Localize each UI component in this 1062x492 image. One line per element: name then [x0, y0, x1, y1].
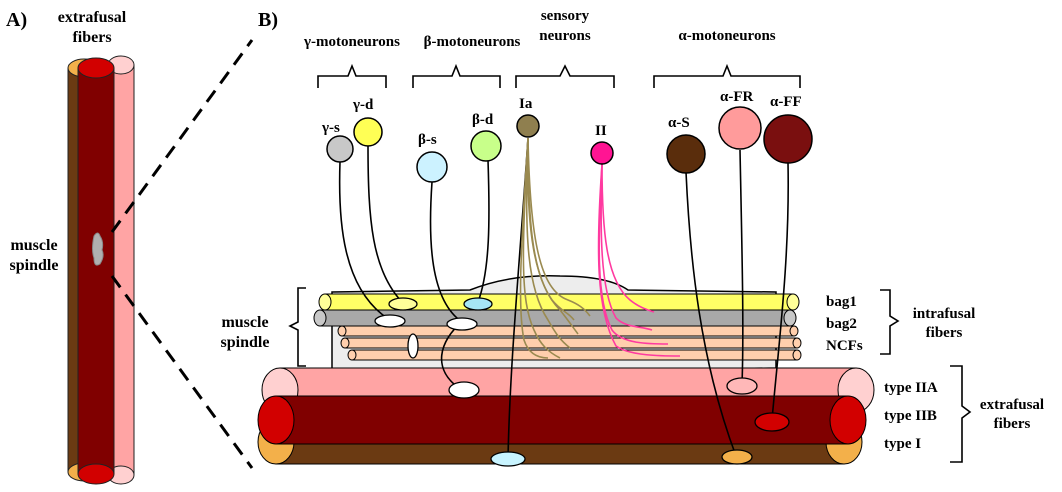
panel-a-spindle-shape	[93, 233, 104, 265]
beta-s-extrafusal-endplate	[449, 382, 479, 398]
gamma-s-label: γ-s	[321, 120, 340, 136]
ia-endplate	[491, 452, 525, 466]
alpha-ff-endplate	[755, 413, 789, 431]
gamma-s-ncf-endplate	[408, 334, 418, 358]
beta-s-neuron	[417, 152, 447, 182]
gamma-s-endplate	[375, 315, 405, 327]
spindle-label-2: spindle	[221, 334, 270, 351]
type-i-label: type I	[884, 436, 921, 452]
alpha-ff-neuron	[764, 115, 812, 163]
gamma-d-label: γ-d	[352, 97, 374, 113]
spindle-label-1: muscle	[221, 314, 268, 331]
beta-s-label: β-s	[418, 132, 437, 148]
alpha-s-endplate	[722, 450, 752, 464]
alpha-brace	[654, 66, 800, 88]
gamma-s-neuron	[327, 136, 353, 162]
ia-label: Ia	[519, 96, 533, 112]
sensory-neurons-label-2: neurons	[539, 28, 591, 44]
bag1-label: bag1	[826, 294, 857, 310]
sensory-neurons-label-1: sensory	[541, 8, 590, 24]
gamma-d-endplate	[389, 298, 417, 310]
beta-brace	[413, 66, 500, 88]
spindle-left-brace	[290, 288, 306, 366]
beta-motoneurons-label: β-motoneurons	[424, 34, 521, 50]
beta-d-axon	[478, 160, 489, 302]
panel-a-extrafusal-label-1: extrafusal	[58, 9, 127, 26]
panel-a-muscle-fiber-bundle	[68, 56, 134, 484]
beta-d-endplate	[464, 298, 492, 310]
alpha-fr-neuron	[719, 107, 761, 149]
extrafusal-label-2: fibers	[994, 416, 1031, 432]
panel-a-extrafusal-label-2: fibers	[72, 29, 111, 46]
sensory-brace	[516, 66, 614, 88]
alpha-ff-label: α-FF	[770, 94, 802, 110]
beta-d-neuron	[471, 131, 501, 161]
extrafusal-label-1: extrafusal	[980, 397, 1044, 413]
bag2-label: bag2	[826, 316, 857, 332]
alpha-fr-label: α-FR	[720, 89, 754, 105]
panel-b-label: B)	[258, 9, 278, 31]
ii-label: II	[595, 123, 607, 139]
gamma-brace	[318, 66, 386, 88]
type-iia-label: type IIA	[884, 380, 938, 396]
ncf-fiber	[338, 326, 798, 336]
alpha-fr-endplate	[727, 378, 757, 394]
alpha-s-neuron	[667, 135, 705, 173]
beta-d-label: β-d	[472, 112, 494, 128]
ia-neuron	[517, 115, 539, 137]
extrafusal-brace	[950, 366, 970, 462]
alpha-s-label: α-S	[668, 115, 690, 131]
alpha-motoneurons-label: α-motoneurons	[678, 28, 775, 44]
intrafusal-brace	[880, 290, 898, 354]
panel-a-label: A)	[6, 9, 27, 31]
panel-a-spindle-label-2: spindle	[10, 257, 59, 274]
beta-s-endplate	[447, 318, 477, 330]
panel-a-spindle-label-1: muscle	[10, 237, 57, 254]
gamma-d-neuron	[354, 118, 382, 146]
neuron-somata	[327, 107, 812, 182]
ii-neuron	[591, 142, 613, 164]
gamma-motoneurons-label: γ-motoneurons	[303, 34, 400, 50]
intrafusal-label-1: intrafusal	[913, 306, 976, 322]
ncfs-label: NCFs	[826, 338, 863, 354]
gamma-d-axon	[368, 145, 402, 302]
intrafusal-label-2: fibers	[926, 325, 963, 341]
type-iib-label: type IIB	[884, 408, 937, 424]
